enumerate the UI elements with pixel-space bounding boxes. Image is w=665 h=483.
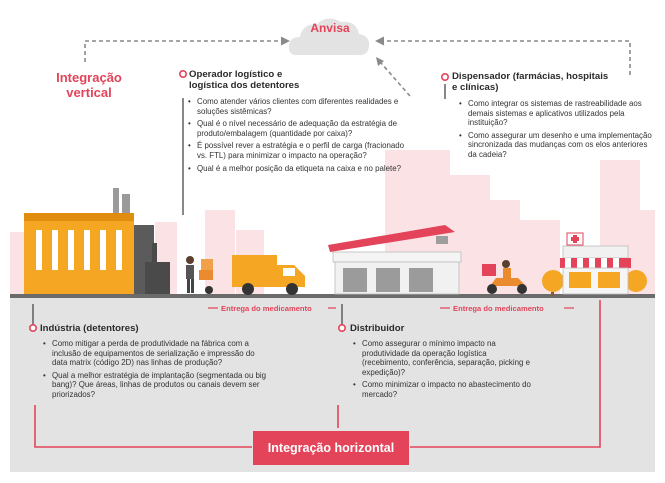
flow-label-1: Entrega do medicamento: [221, 304, 312, 313]
flow-label-2: Entrega do medicamento: [453, 304, 544, 313]
horizontal-integration-label: Integração horizontal: [253, 431, 409, 465]
list-item: Como integrar os sistemas de rastreabili…: [459, 99, 658, 128]
industria-title: Indústria (detentores): [40, 323, 139, 334]
vertical-integration-line-1: Integração: [56, 70, 122, 85]
dispensador-title-line-1: Dispensador (farmácias, hospitais: [452, 71, 609, 82]
pharmacy-illustration: [542, 232, 647, 296]
list-item: Como assegurar um desenho e uma implemen…: [459, 131, 658, 160]
operador-title-line-2: logística dos detentores: [189, 80, 300, 91]
list-item: Como minimizar o impacto no abasteciment…: [353, 380, 537, 399]
horizontal-bracket-left: [34, 405, 252, 448]
list-item: Qual é o nível necessário de adequação d…: [188, 119, 415, 138]
dispensador-questions: Como integrar os sistemas de rastreabili…: [456, 99, 658, 163]
scooter-illustration: [482, 260, 527, 294]
ground-line: [10, 294, 655, 298]
cloud-icon: [288, 18, 370, 56]
list-item: Qual é a melhor posição da etiqueta na c…: [188, 164, 415, 174]
anvisa-label: Anvisa: [310, 21, 350, 35]
industria-questions: Como mitigar a perda de produtividade na…: [40, 339, 267, 403]
connector-dots: [28, 70, 449, 332]
distribution-center-illustration: [328, 225, 462, 295]
list-item: Como atender vários clientes com diferen…: [188, 97, 415, 116]
factory-illustration: [24, 188, 170, 294]
truck-illustration: [232, 255, 305, 295]
list-item: Como mitigar a perda de produtividade na…: [43, 339, 267, 368]
operador-title-line-1: Operador logístico e: [189, 69, 283, 80]
horizontal-bracket-right: [410, 300, 601, 448]
list-item: É possível rever a estratégia e o perfil…: [188, 141, 415, 160]
vertical-integration-arrows: [84, 40, 631, 97]
arrowheads: [281, 36, 384, 66]
list-item: Como assegurar o mínimo impacto na produ…: [353, 339, 537, 377]
distribuidor-title: Distribuidor: [350, 323, 405, 334]
list-item: Qual a melhor estratégia de implantação …: [43, 371, 267, 400]
operador-title: Operador logístico e logística dos deten…: [189, 69, 329, 91]
vertical-integration-line-2: vertical: [66, 85, 112, 100]
distribuidor-questions: Como assegurar o mínimo impacto na produ…: [350, 339, 537, 403]
dispensador-title: Dispensador (farmácias, hospitais e clín…: [452, 71, 652, 93]
worker-illustration: [186, 256, 213, 294]
operador-questions: Como atender vários clientes com diferen…: [185, 97, 415, 176]
vertical-integration-label: Integração vertical: [44, 70, 134, 100]
dispensador-title-line-2: e clínicas): [452, 82, 499, 93]
